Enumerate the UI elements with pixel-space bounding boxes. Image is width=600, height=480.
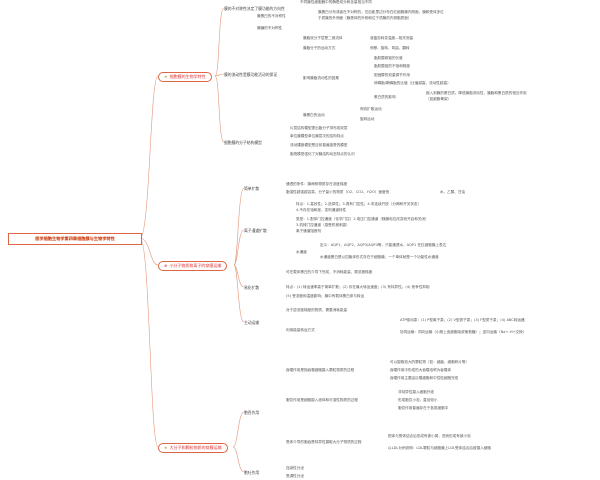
text: 水通道蛋白是以四聚体形式存在于细胞膜，一个单体就是一个功能性水通道 — [320, 255, 439, 259]
text: 可在载体蛋白的介导下完成，不消耗能量，顺浓度梯度 — [286, 270, 373, 274]
text: 嵌入到膜的蛋白质，降低膜脂流动性，膜脂和蛋白质的相互作用 — [426, 91, 527, 95]
text: 连续性分泌 — [286, 466, 304, 470]
text: 特点：1.高效性；2.选择性；3.具有门控性；4.非连续开放（分两种开关状态） — [296, 202, 422, 206]
text: 液晶态转变温度—相关测量 — [370, 36, 414, 40]
text: 3.机械门控通道（感受机械刺激） — [296, 223, 350, 227]
text: 4.不存在饱和度，变构通道特性 — [296, 208, 347, 212]
category-small-molecule-transport[interactable]: ⊕小分子物质和离子的穿膜运输 — [158, 261, 228, 271]
text: 类型：1.配体门控通道（化学门控）2.电压门控通道（随膜电位改变而开启和关闭） — [296, 217, 429, 221]
text: 胞饮作用是细胞摄入液体和可溶性物质的过程 — [286, 398, 358, 402]
category-macromolecule-transport[interactable]: ★大分子和颗粒物质的穿膜运输 — [158, 443, 228, 453]
text: (5) 受浓度和温度影响；膜中有载体蛋白参与转运 — [286, 294, 365, 298]
text: 对于逆浓度梯度的物质，需要消耗能量 — [286, 308, 348, 312]
branch-factors[interactable]: 影响膜脂流动性的因素 — [303, 76, 339, 80]
branch-protein-asymmetry[interactable]: 膜蛋白的不对称性 — [257, 14, 286, 18]
text: 利用能量转运方式 — [286, 328, 315, 332]
text: 脂溶性越强越容易，分子量小的物质（O2、CO2、H2O）速度快 — [286, 190, 390, 194]
text: 侧向扩散运动 — [360, 107, 382, 111]
text: 单位膜模型单位膜层次的结构特点 — [290, 134, 344, 138]
text: 受体介导的胞吞是特异性摄取大分子物质的过程 — [286, 440, 362, 444]
main-topic[interactable]: 医学细胞生物学第四章细胞膜与生物学特性 — [8, 233, 142, 245]
text: 膜糖的不对称性 — [257, 26, 283, 30]
text: 旋转运动 — [360, 117, 375, 121]
text: 非特异性摄入细胞外液 — [398, 390, 434, 394]
text: 吞噬作用是指吞噬细胞摄入颗粒物质的过程 — [286, 368, 355, 372]
branch-simple-diffusion[interactable]: 简单扩散 — [244, 186, 260, 191]
text: 脂肪酸碳链的长度 — [374, 56, 403, 60]
text: 吞噬作用中形成的大吞噬泡称为吞噬体 — [390, 368, 452, 372]
text: 膜脂分子的运动方式 — [303, 46, 336, 50]
text: 卵磷脂/鞘磷脂的比值（比值越高，流动性越高） — [374, 81, 451, 85]
text: 以LDL为例说明：LDL颗粒与细胞膜上LDL受体结合后被摄入细胞 — [388, 446, 491, 450]
text: （如细胞骨架） — [426, 97, 452, 101]
text: 侧移、旋转、弯曲、翻转 — [370, 46, 410, 50]
branch-facilitated-diffusion[interactable]: 易化扩散 — [244, 285, 260, 290]
branch-water-channel[interactable]: 水通道 — [296, 250, 307, 254]
text: 膜蛋白分布或者在不对称的，在血影里边分布在红细胞膜内侧面，膜和受体多位 — [318, 10, 444, 14]
branch-asymmetry[interactable]: 膜的不对称性决定了膜功能的方向性 — [224, 6, 285, 11]
text: 定义：AQP1、AQP2、AQP3/AQP4等，只能通透水，AQP1 在红细胞膜… — [320, 243, 447, 247]
text: 可以摄取较大的颗粒物（如：细菌、细胞碎片等） — [390, 360, 470, 364]
text: 脂肪酸链的不饱和程度 — [374, 64, 410, 68]
text: 片层结构模型提出脂分子排布成双层 — [290, 126, 348, 130]
branch-fluidity[interactable]: 膜的流动性是膜功能活动的保证 — [224, 72, 278, 77]
text: 配体与受体结合后形成有被小窝，进而形成有被小泡 — [388, 434, 471, 438]
star-icon: ★ — [164, 74, 168, 79]
text: 离子通道阻断剂 — [296, 229, 322, 233]
text: 脂筏模型强化了对膜结构动态特点的认识 — [290, 152, 355, 156]
category-membrane-properties[interactable]: ★细胞膜的生物学特性 — [158, 72, 212, 82]
text: 形成胞饮小泡，直径较小 — [398, 398, 438, 402]
text: 流动镶嵌模型是目前普遍接受的模型 — [290, 143, 348, 147]
branch-endocytosis[interactable]: 胞吞作用 — [244, 410, 260, 415]
text: 胆固醇的双重调节作用 — [374, 73, 410, 77]
text: 于质膜的外侧面（膜受体的外侧和位于质膜的内侧胞质面） — [318, 16, 412, 20]
text: 吞噬作用主要由巨噬细胞和中性粒细胞完成 — [390, 376, 459, 380]
branch-ion-channel[interactable]: 离子通道扩散 — [244, 228, 267, 233]
text: 水、乙醇、甘油 — [440, 190, 466, 194]
branch-active-transport[interactable]: 主动运输 — [244, 320, 260, 325]
circle-plus-icon: ⊕ — [164, 263, 168, 268]
star-icon: ★ — [164, 445, 168, 450]
branch-models[interactable]: 细胞膜的分子结构模型 — [224, 140, 262, 145]
text: ATP驱动泵：(1) P型离子泵；(2) V型质子泵；(3) F型质子泵；(4)… — [400, 318, 525, 322]
text: 通透的条件：膜两侧物质存在浓度梯度 — [286, 182, 348, 186]
text: 特点：(1) 转运速率高于简单扩散；(2) 存在最大转运速度；(3) 有特异性；… — [286, 285, 430, 289]
branch-exocytosis[interactable]: 胞吐作用 — [244, 470, 260, 475]
branch-protein-motion[interactable]: 膜蛋白的运动 — [303, 113, 325, 117]
text: 膜脂双分子层是二维流体 — [303, 36, 343, 40]
text: 受调性分泌 — [286, 474, 304, 478]
text: 协同运输：同向运输（小肠上皮细胞吸收葡萄糖）；逆向运输（Na+-H+交换） — [400, 330, 527, 334]
text: 不同膜性细胞器中的酶是成分和含量相当不同 — [300, 0, 372, 4]
text: 蛋白质的影响 — [374, 95, 396, 99]
text: 胞饮作用普遍存在于各类细胞中 — [398, 406, 449, 410]
